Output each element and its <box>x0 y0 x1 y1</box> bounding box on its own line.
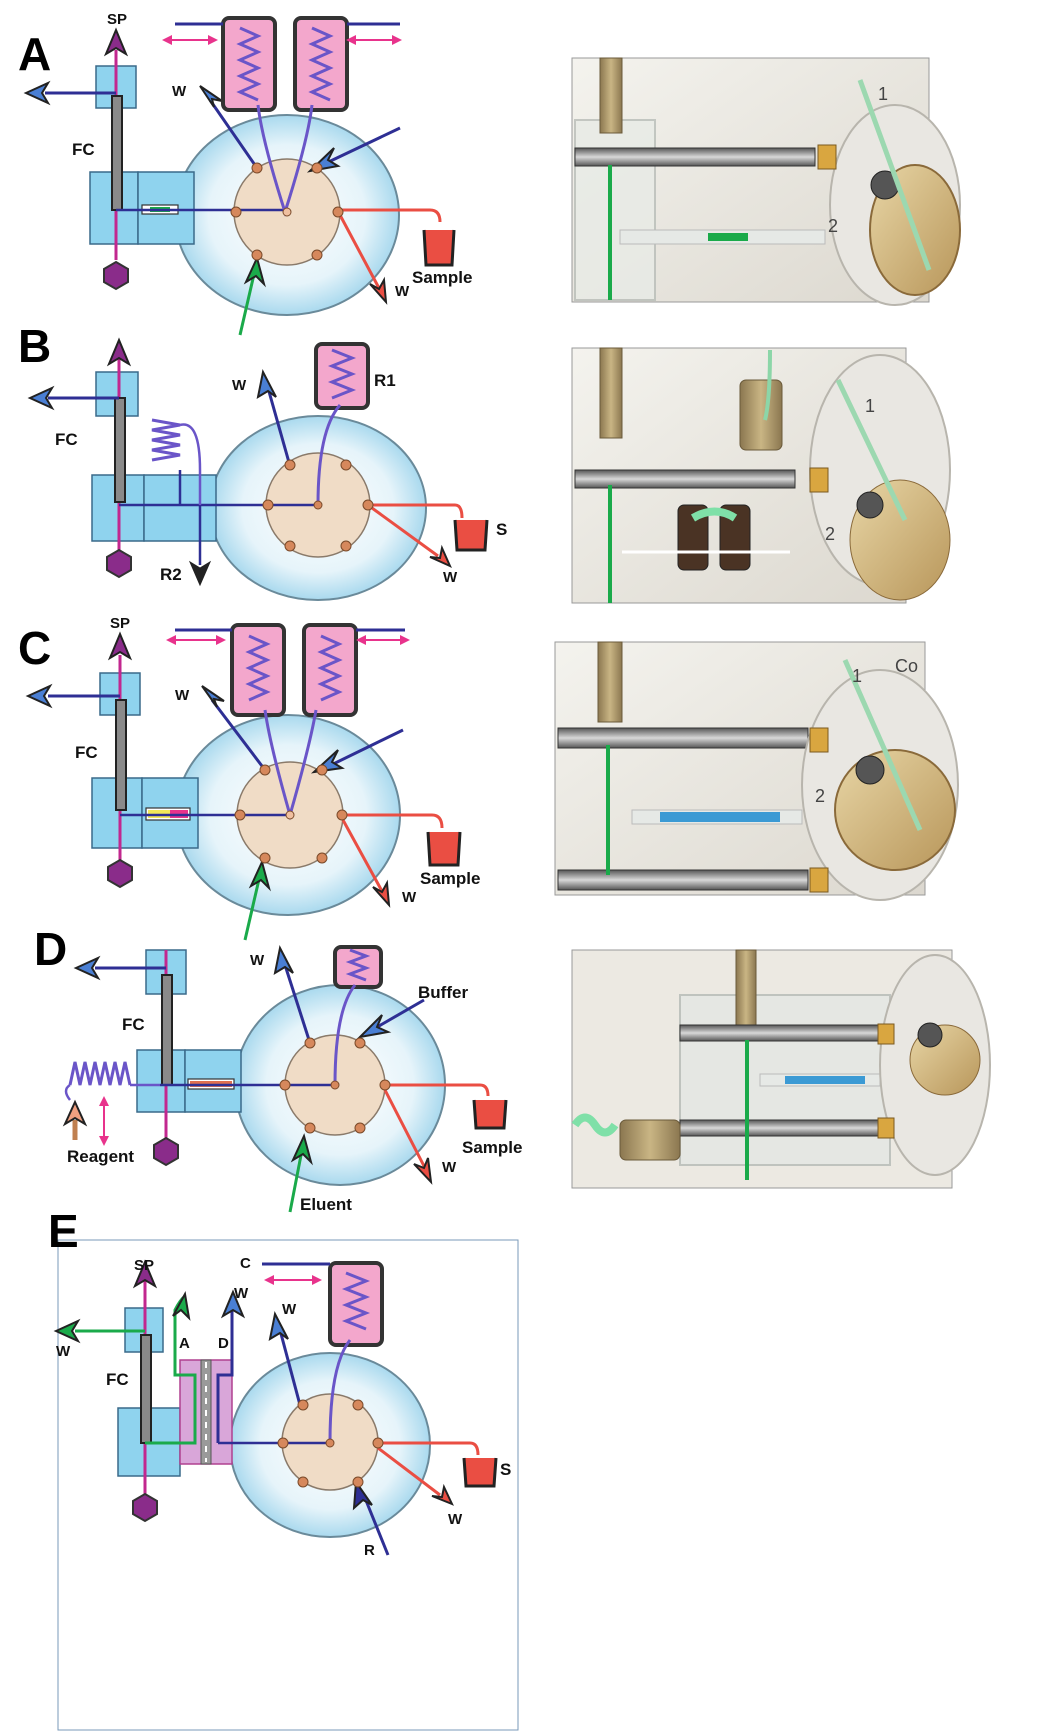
arrow-donor <box>220 1289 246 1319</box>
photo-a-mark-2: 2 <box>828 216 838 236</box>
photo-c-mark-1: 1 <box>852 666 862 686</box>
arrow-eluent-in <box>243 255 266 288</box>
panel-a-photo: 1 2 <box>571 57 961 306</box>
label-s: S <box>500 1460 511 1479</box>
label-sample: Sample <box>420 869 480 888</box>
label-reagent: Reagent <box>67 1147 134 1166</box>
label-sp: SP <box>134 1257 154 1274</box>
photo-c-corner-text: Co <box>895 656 918 676</box>
coil-c <box>328 1261 384 1347</box>
label-w2: W <box>448 1511 463 1528</box>
label-sample: Sample <box>462 1138 522 1157</box>
arrow-acceptor <box>172 1290 191 1321</box>
sample-cup <box>472 1099 508 1130</box>
coil-left <box>230 623 286 717</box>
label-fc: FC <box>122 1015 145 1034</box>
coil-top <box>333 945 383 989</box>
arrow-sp <box>103 27 129 57</box>
panel-d-photo <box>571 949 991 1189</box>
panel-d-letter: D <box>34 923 67 975</box>
arrow-r2-in <box>188 560 212 587</box>
arrow-waste-a2 <box>369 276 388 305</box>
label-sample: Sample <box>412 268 472 287</box>
valve-ports <box>277 1399 384 1488</box>
flow-cell-rod <box>111 95 123 211</box>
hex-cap <box>106 548 132 579</box>
sample-cup <box>462 1457 498 1488</box>
sample-cup <box>453 519 489 552</box>
photo-b-mark-1: 1 <box>865 396 875 416</box>
label-fc: FC <box>72 140 95 159</box>
label-r: R <box>364 1542 375 1559</box>
hex-cap <box>153 1136 179 1167</box>
label-w2: W <box>402 889 417 906</box>
coil-r1 <box>314 342 370 410</box>
valve-ports <box>230 162 344 261</box>
label-fc: FC <box>106 1370 129 1389</box>
label-w2: W <box>443 569 458 586</box>
label-w2: W <box>442 1159 457 1176</box>
photo-c-mark-2: 2 <box>815 786 825 806</box>
hex-cap <box>103 260 129 291</box>
panel-c-schematic: C SP FC W Sample W <box>18 615 480 941</box>
arrow-waste-a1 <box>199 85 223 108</box>
label-w1: W <box>232 377 247 394</box>
panel-e-letter: E <box>48 1205 79 1257</box>
panel-b-photo: 1 2 <box>571 347 951 604</box>
sample-cup <box>422 229 456 267</box>
mixing-coil <box>151 418 181 462</box>
label-r2: R2 <box>160 565 182 584</box>
label-sp: SP <box>110 615 130 632</box>
label-fc: FC <box>75 743 98 762</box>
label-eluent: Eluent <box>300 1195 352 1214</box>
arrow-reagent-r <box>352 1479 373 1511</box>
label-buffer: Buffer <box>418 983 468 1002</box>
panel-d-schematic: D FC Reagent W Buffer Sample <box>34 923 522 1214</box>
valve-ports <box>262 459 374 552</box>
panel-a-schematic: A SP FC W Sample W <box>18 11 472 336</box>
panel-c-photo: 1 2 Co <box>554 641 959 901</box>
label-w2: W <box>395 283 410 300</box>
panel-b-letter: B <box>18 320 51 372</box>
label-w1: W <box>250 952 265 969</box>
valve-ports <box>279 1037 391 1134</box>
panel-a-letter: A <box>18 28 51 80</box>
label-w1: W <box>282 1301 297 1318</box>
panel-b-schematic: B FC R2 W R1 S W <box>18 320 507 601</box>
label-d: D <box>218 1335 229 1352</box>
label-a: A <box>179 1335 190 1352</box>
label-w1: W <box>175 687 190 704</box>
label-r1: R1 <box>374 371 396 390</box>
photo-b-mark-2: 2 <box>825 524 835 544</box>
sample-cup <box>426 831 462 867</box>
panel-e-schematic: E SP W FC A D W W C S <box>48 1205 519 1731</box>
valve-ports <box>234 764 348 864</box>
photo-a-mark-1: 1 <box>878 84 888 104</box>
panel-e-frame <box>57 1239 519 1731</box>
label-c: C <box>240 1255 251 1272</box>
hex-cap <box>107 858 133 889</box>
label-w1: W <box>172 83 187 100</box>
reagent-coil <box>68 1061 132 1086</box>
label-w-left: W <box>56 1343 71 1360</box>
label-sp: SP <box>107 11 127 28</box>
coil-right <box>302 623 358 717</box>
label-w-top: W <box>234 1285 249 1302</box>
hex-cap <box>132 1492 158 1523</box>
arrow-reagent-in <box>62 1099 88 1127</box>
label-s: S <box>496 520 507 539</box>
label-fc: FC <box>55 430 78 449</box>
arrow-fc-out <box>23 80 51 106</box>
panel-c-letter: C <box>18 622 51 674</box>
arrow-sp <box>106 337 132 367</box>
